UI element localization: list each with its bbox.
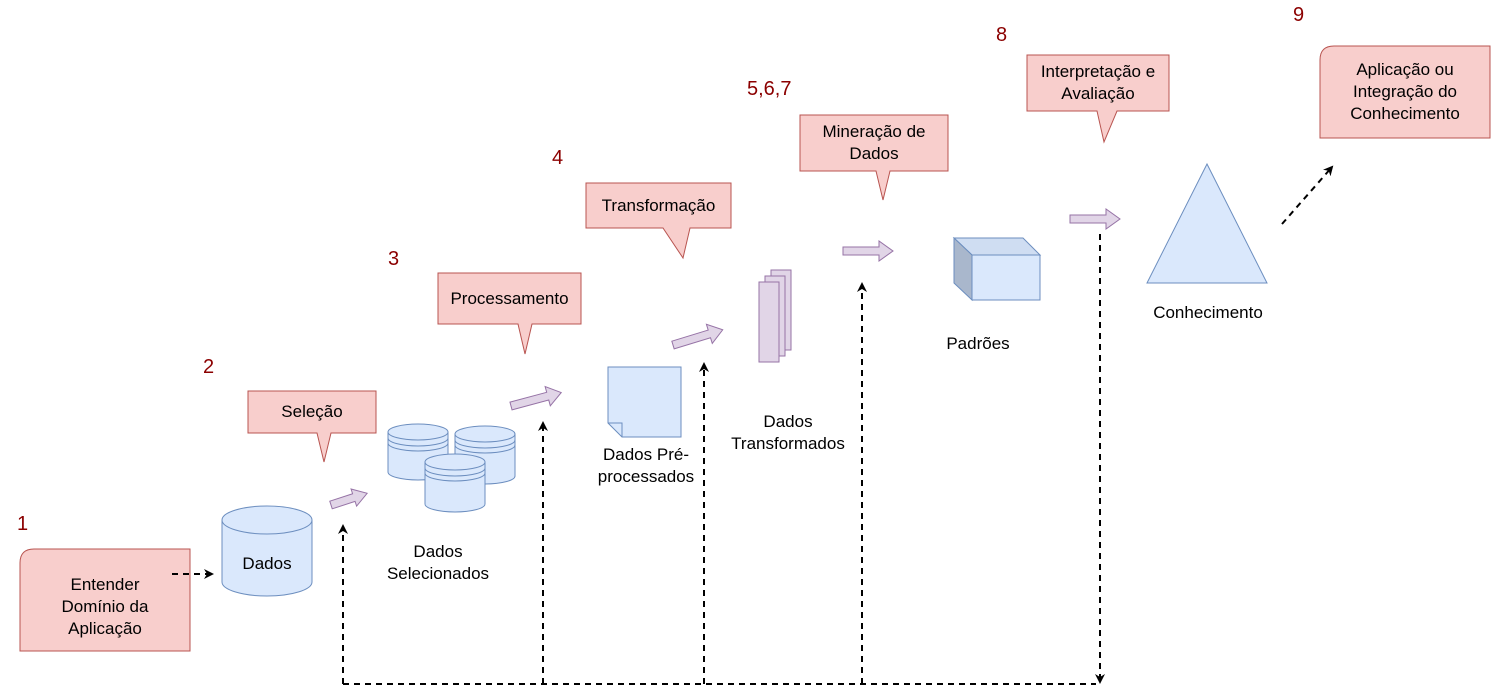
patterns-cube-icon — [952, 236, 1042, 302]
flow-arrows — [329, 208, 1121, 510]
block-arrow-icon — [842, 240, 894, 262]
mining-callout[interactable] — [799, 114, 949, 201]
preprocessed-data-label: Dados Pré- processados — [597, 445, 695, 486]
data-label: Dados — [242, 554, 292, 573]
transformed-data-label: Dados Transformados — [731, 412, 845, 453]
interpretation-label: Interpretação e Avaliação — [1040, 62, 1156, 103]
step-number-3: 3 — [388, 248, 400, 270]
patterns-label: Padrões — [946, 334, 1010, 353]
interpretation-callout[interactable] — [1026, 54, 1170, 144]
application-box[interactable] — [1319, 45, 1491, 139]
block-arrow-icon — [509, 385, 563, 411]
step-number-5-6-7: 5,6,7 — [747, 78, 792, 100]
preprocessed-document-icon — [607, 366, 682, 438]
knowledge-label: Conhecimento — [1153, 303, 1263, 322]
block-arrow-icon — [329, 488, 369, 510]
selection-label: Seleção — [281, 402, 343, 421]
understand-domain-box[interactable] — [19, 548, 191, 652]
step-number-1: 1 — [17, 513, 29, 535]
dashed-connectors — [172, 165, 1334, 685]
selection-callout[interactable] — [247, 390, 377, 463]
selected-data-cylinders-icon — [387, 423, 516, 513]
knowledge-triangle-icon — [1146, 162, 1268, 284]
connector-knowledge-to-application — [1281, 165, 1334, 225]
selected-data-label: Dados Selecionados — [386, 542, 490, 583]
transformed-data-pages-icon — [758, 269, 792, 363]
block-arrow-icon — [1069, 208, 1121, 230]
application-label: Aplicação ou Integração do Conhecimento — [1350, 60, 1460, 123]
transformation-label: Transformação — [601, 195, 716, 215]
step-number-4: 4 — [552, 147, 564, 169]
step-number-8: 8 — [996, 24, 1008, 46]
step-number-9: 9 — [1293, 4, 1305, 26]
processing-callout[interactable] — [437, 272, 582, 355]
transformation-callout[interactable] — [585, 182, 732, 260]
mining-label: Mineração de Dados — [822, 122, 926, 163]
data-cylinder-icon — [221, 505, 313, 597]
step-number-2: 2 — [203, 356, 215, 378]
processing-label: Processamento — [450, 288, 569, 308]
block-arrow-icon — [671, 323, 724, 350]
understand-domain-label: Entender Domínio da Aplicação — [61, 575, 149, 638]
